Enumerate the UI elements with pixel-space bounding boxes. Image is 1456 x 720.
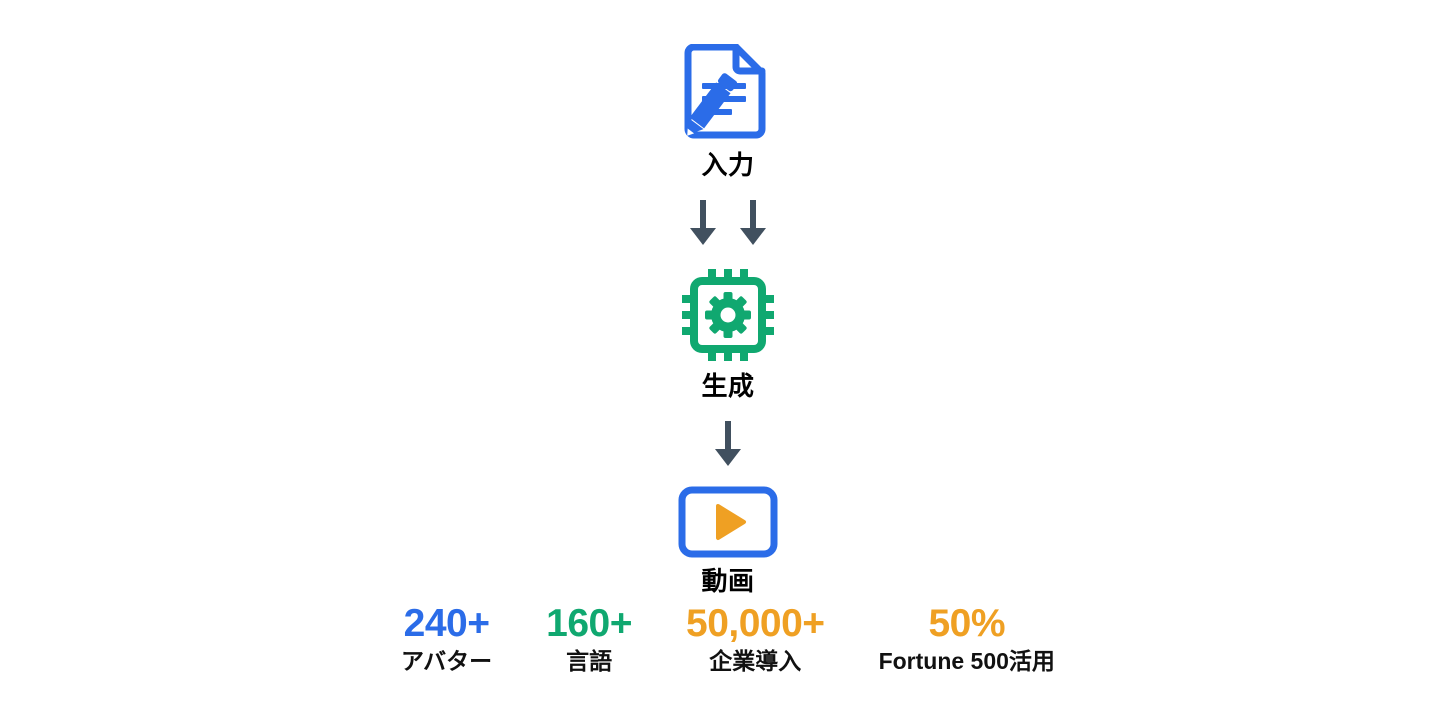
stat-label: Fortune 500活用 xyxy=(878,647,1055,674)
flow-step-label: 入力 xyxy=(701,150,755,180)
document-pencil-icon xyxy=(680,43,776,142)
video-play-icon xyxy=(678,486,778,558)
process-flow: 入力 xyxy=(0,43,1456,594)
flow-step-label: 生成 xyxy=(701,371,755,401)
stat-fortune500: 50% Fortune 500活用 xyxy=(878,602,1055,674)
stat-label: 企業導入 xyxy=(709,647,802,674)
connector-generate-to-video xyxy=(714,421,742,472)
stat-enterprises: 50,000+ 企業導入 xyxy=(686,602,825,674)
flow-step-video: 動画 xyxy=(678,486,778,594)
stat-avatars: 240+ アバター xyxy=(401,602,493,674)
stat-value: 50,000+ xyxy=(686,602,825,645)
flow-step-generate: 生成 xyxy=(680,267,776,399)
connector-input-to-generate xyxy=(689,200,767,251)
stats-row: 240+ アバター 160+ 言語 50,000+ 企業導入 50% Fortu… xyxy=(0,602,1456,674)
stat-value: 240+ xyxy=(403,602,490,645)
arrow-down-icon xyxy=(739,200,767,251)
flow-step-label: 動画 xyxy=(701,566,755,596)
stat-value: 50% xyxy=(928,602,1006,645)
arrow-down-icon xyxy=(689,200,717,251)
arrow-down-icon xyxy=(714,421,742,472)
stat-label: アバター xyxy=(401,647,493,674)
stat-languages: 160+ 言語 xyxy=(546,602,632,674)
stat-label: 言語 xyxy=(566,647,613,674)
stat-value: 160+ xyxy=(546,602,632,645)
cpu-gear-icon xyxy=(680,267,776,363)
flow-step-input: 入力 xyxy=(680,43,776,180)
